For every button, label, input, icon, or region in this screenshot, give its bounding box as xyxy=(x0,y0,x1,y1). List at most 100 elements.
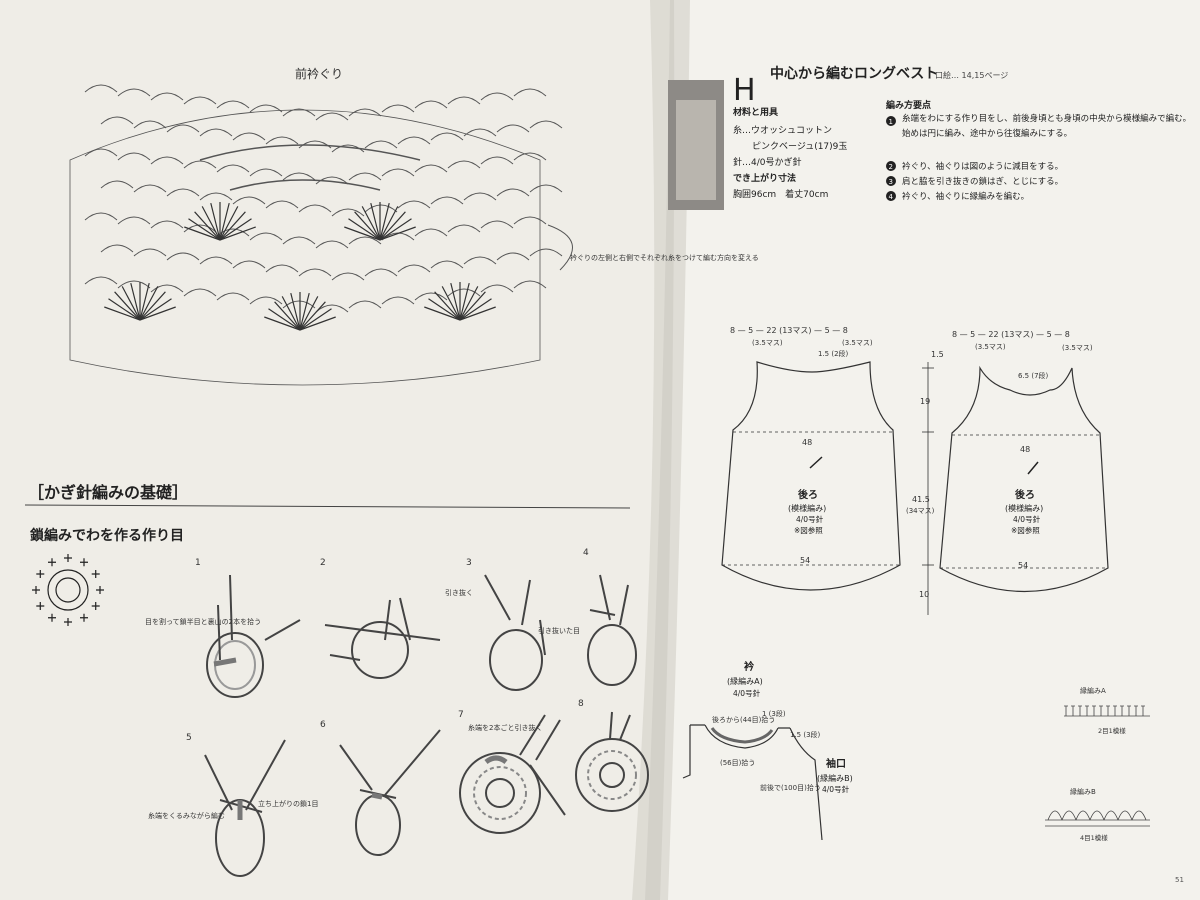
edging-arc xyxy=(1089,810,1105,821)
collar-edging-pattern: (縁編みA) xyxy=(727,676,763,686)
chain-arc xyxy=(84,84,118,93)
step-number: 1 xyxy=(195,558,201,568)
step-4-illustration: 4 xyxy=(583,548,637,686)
chain-arc xyxy=(117,216,151,225)
chain-arc xyxy=(496,124,530,133)
chain-arc xyxy=(381,296,415,305)
fan-stitch xyxy=(219,211,246,241)
edging-stitch xyxy=(1113,705,1117,716)
point-number: 2 xyxy=(889,163,893,171)
chain-arc xyxy=(529,248,563,257)
fan-stitch xyxy=(299,292,310,331)
fan-stitch xyxy=(219,202,230,241)
fan-stitch xyxy=(104,306,141,321)
fan-stitch xyxy=(348,218,381,241)
chain-arc xyxy=(397,200,431,209)
step-number: 5 xyxy=(186,733,192,743)
side-dim-arm: 19 xyxy=(920,397,930,406)
fan-stitch xyxy=(441,286,461,321)
back-width-bottom: 54 xyxy=(800,556,810,565)
chain-arc xyxy=(480,156,514,165)
back-neck-depth: 1.5 (2段) xyxy=(818,349,849,358)
single-crochet-symbol xyxy=(80,613,88,622)
chain-arc xyxy=(430,196,464,205)
chain-arc xyxy=(397,264,431,273)
chain-arc xyxy=(529,120,563,129)
chain-arc xyxy=(84,148,118,157)
chain-arc xyxy=(183,96,217,105)
back-shoulder-right: (3.5マス) xyxy=(842,339,873,347)
fan-stitch xyxy=(450,282,461,321)
fan-stitch xyxy=(299,296,319,331)
chain-arc xyxy=(447,288,481,297)
step-number: 6 xyxy=(320,720,326,730)
edging-schematic xyxy=(682,724,823,841)
back-pick-up: 後ろから(44目)拾う xyxy=(712,715,775,724)
section-rule xyxy=(24,504,631,509)
cuff-edging-needle: 4/0号針 xyxy=(822,784,850,794)
edging-stitch xyxy=(1099,705,1103,716)
chain-arc xyxy=(133,184,167,193)
armhole-edging-rows: 1.5 (3段) xyxy=(790,730,821,739)
front-shoulder-left: (3.5マス) xyxy=(975,343,1006,351)
step-number: 3 xyxy=(466,558,472,568)
chain-arc xyxy=(315,176,349,185)
chain-arc xyxy=(216,292,250,301)
chain-arc xyxy=(166,124,200,133)
edging-arc xyxy=(1117,810,1133,821)
chain-arc xyxy=(364,140,398,149)
point-text: 肩と脇を引き抜きの鎖はぎ、とじにする。 xyxy=(902,176,1063,187)
size-value: 胸囲96cm 着丈70cm xyxy=(733,188,828,200)
fan-stitch xyxy=(379,211,406,241)
step-number: 7 xyxy=(458,710,464,720)
fan-stitch xyxy=(370,202,381,241)
points-list: 1 糸端をわにする作り目をし、前後身頃とも身頃の中央から模様編みで編む。始めは円… xyxy=(886,114,1192,202)
chain-arc xyxy=(348,300,382,309)
page-reference: 口絵… 14,15ページ xyxy=(935,70,1008,80)
fan-stitch xyxy=(344,226,381,241)
gutter-shadow xyxy=(632,0,690,900)
chain-arc xyxy=(397,136,431,145)
fan-stitch xyxy=(281,296,301,331)
chain-arc xyxy=(150,156,184,165)
right-page xyxy=(660,0,1200,900)
chain-arc xyxy=(265,136,299,145)
front-top-dims: 8 — 5 — 22 (13マス) — 5 — 8 xyxy=(952,330,1070,339)
single-crochet-symbol xyxy=(36,570,45,578)
chain-ring-symbol xyxy=(32,554,104,626)
materials-heading: 材料と用具 xyxy=(732,106,778,118)
fan-stitch xyxy=(264,316,301,331)
fan-stitch xyxy=(210,202,221,241)
fan-stitch xyxy=(139,286,159,321)
point-text: 糸端をわにする作り目をし、前後身頃とも身頃の中央から模様編みで編む。始めは円に編… xyxy=(902,114,1192,139)
chain-arc xyxy=(150,92,184,101)
chain-arc xyxy=(249,296,283,305)
fan-stitch xyxy=(379,202,390,241)
edging-stitch xyxy=(1085,705,1089,716)
points-heading: 編み方要点 xyxy=(886,99,931,111)
chain-arc xyxy=(513,152,547,161)
chain-arc xyxy=(298,204,332,213)
schematic-front xyxy=(939,365,1109,593)
chain-arc xyxy=(166,252,200,261)
chain-arc xyxy=(513,280,547,289)
edging-stitch xyxy=(1092,705,1096,716)
single-crochet-symbol xyxy=(64,554,72,562)
edging-stitch xyxy=(1127,705,1131,716)
chain-arc xyxy=(183,160,217,169)
chain-arc xyxy=(232,132,266,141)
chain-arc xyxy=(513,216,547,225)
chain-arc xyxy=(430,260,464,269)
chain-arc xyxy=(348,108,382,117)
edging-a-repeat: 2目1模様 xyxy=(1098,726,1126,735)
fan-stitch xyxy=(459,306,496,321)
fan-stitch xyxy=(194,211,221,241)
edging-a-title: 縁編みA xyxy=(1080,686,1106,695)
edging-arc xyxy=(1075,810,1091,821)
chain-arc xyxy=(414,100,448,109)
step-5-illustration: 5 xyxy=(186,733,286,877)
chain-arc xyxy=(265,264,299,273)
garment-photo-body xyxy=(676,100,716,200)
fan-stitch xyxy=(184,226,221,241)
chain-arc xyxy=(249,104,283,113)
